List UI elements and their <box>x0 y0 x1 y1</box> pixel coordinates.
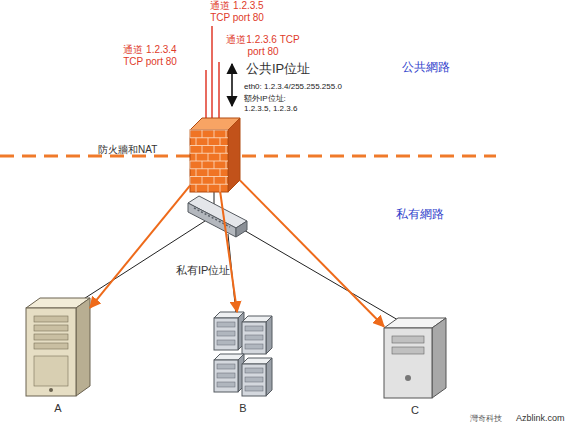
extra-address: 額外IP位址: 1.2.3.5, 1.2.3.6 <box>244 94 314 113</box>
node-shape <box>26 298 90 396</box>
node-label: C <box>384 404 446 417</box>
routing-arrow <box>240 180 384 326</box>
network-switch <box>188 196 247 237</box>
node-shape <box>384 318 446 398</box>
interface-address: eth0: 1.2.3.4/255.255.255.0 <box>244 82 342 92</box>
tunnel-line <box>211 26 213 122</box>
zone-label: 私有網路 <box>396 207 444 221</box>
routing-arrow <box>90 186 190 308</box>
tunnel-line <box>205 70 207 124</box>
node-shape <box>190 118 240 192</box>
watermark: 灣奇科技 <box>470 414 502 424</box>
lan-wire <box>82 221 205 300</box>
node-label: 防火牆和NAT <box>98 144 157 156</box>
private-ip-label: 私有IP位址 <box>176 264 230 277</box>
network-boundary <box>0 155 496 158</box>
public-ip-title: 公共IP位址 <box>246 61 310 77</box>
server-a: A <box>26 298 90 396</box>
node-label: A <box>26 402 90 415</box>
tunnel-label: 通道 1.2.3.4 TCP port 80 <box>116 44 184 68</box>
firewall-nat: 防火牆和NAT <box>190 118 240 192</box>
routing-arrow <box>220 192 237 312</box>
tunnel-label: 通道1.2.3.6 TCP port 80 <box>224 34 302 58</box>
node-label: B <box>214 402 272 415</box>
tunnel-label: 通道 1.2.3.5 TCP port 80 <box>200 0 274 24</box>
tunnel-line <box>218 62 220 120</box>
zone-label: 公共網路 <box>402 60 450 74</box>
double-arrow <box>231 64 233 106</box>
lan-wire <box>242 229 398 320</box>
server-b: B <box>214 312 272 396</box>
server-c: C <box>384 318 446 398</box>
watermark: Azblink.com <box>516 413 565 424</box>
node-shape <box>214 312 272 396</box>
